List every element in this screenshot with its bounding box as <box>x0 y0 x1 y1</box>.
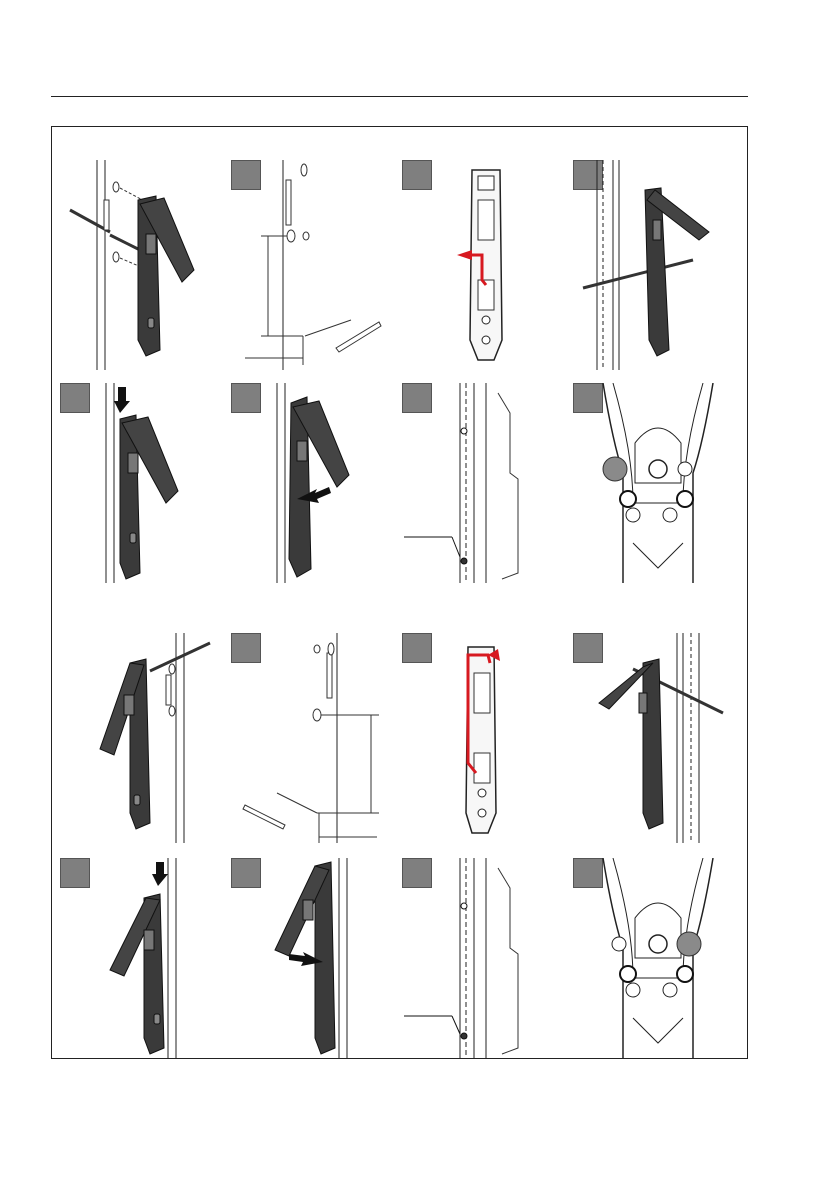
handle-push-icon <box>231 383 401 583</box>
illustration-handle-mounted-2 <box>573 633 743 863</box>
drilling-diagram-icon <box>231 160 401 370</box>
housing-highlight-icon <box>402 633 572 843</box>
illustration-cover-screws-1 <box>573 383 743 613</box>
illustration-screw-detail-1 <box>402 383 572 613</box>
handle-push-icon <box>231 858 401 1058</box>
handle-exploded-icon <box>60 160 230 370</box>
handle-mounted-icon <box>573 633 743 843</box>
illustration-housing-front-2 <box>402 633 572 863</box>
illustration-handle-assembly-left <box>60 160 230 390</box>
cover-screws-icon <box>573 858 743 1058</box>
housing-highlight-icon <box>402 160 572 370</box>
cover-screws-icon <box>573 383 743 583</box>
illustration-housing-front-1 <box>402 160 572 390</box>
header-rule <box>51 96 748 97</box>
screw-detail-icon <box>402 383 572 583</box>
illustration-handle-push-1 <box>231 383 401 613</box>
illustration-handle-push-2 <box>231 858 401 1088</box>
handle-lift-icon <box>60 383 230 583</box>
illustration-drill-template-2 <box>231 633 401 863</box>
illustration-handle-lift-1 <box>60 383 230 613</box>
illustration-drill-template-1 <box>231 160 401 390</box>
illustration-handle-mounted-1 <box>573 160 743 390</box>
handle-mounted-icon <box>573 160 743 370</box>
handle-exploded-icon <box>60 633 230 843</box>
illustration-cover-screws-2 <box>573 858 743 1088</box>
screw-detail-icon <box>402 858 572 1058</box>
drilling-diagram-icon <box>231 633 401 843</box>
illustration-handle-lift-2 <box>60 858 230 1088</box>
illustration-handle-assembly-right <box>60 633 230 863</box>
handle-lift-icon <box>60 858 230 1058</box>
illustration-screw-detail-2 <box>402 858 572 1088</box>
